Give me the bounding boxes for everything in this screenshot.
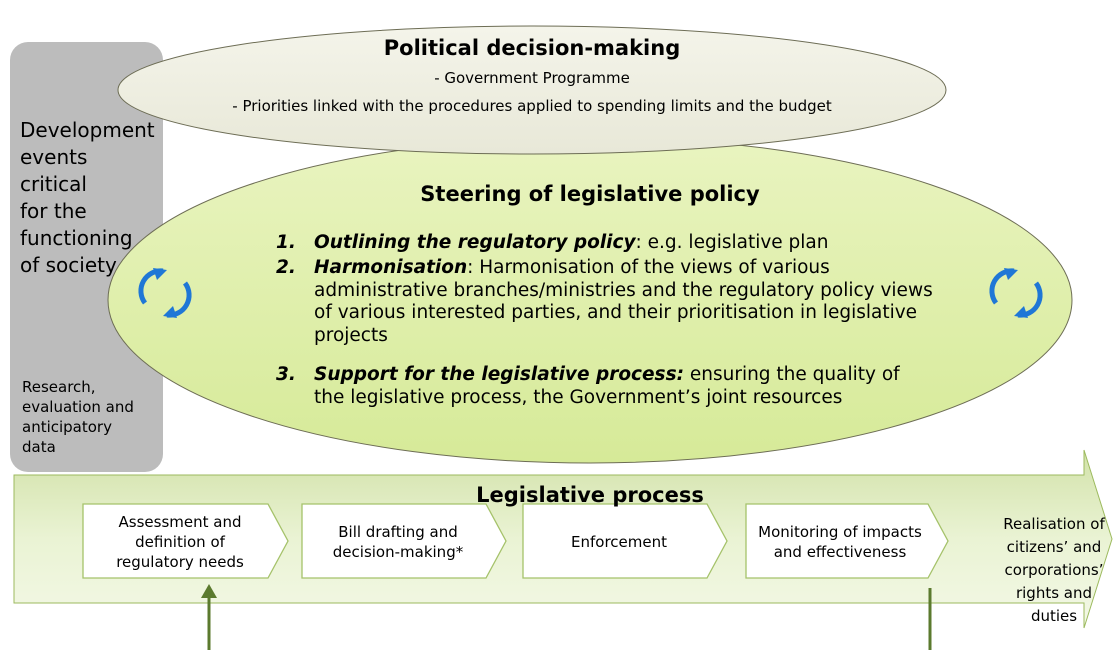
realisation-line: citizens’ and: [1006, 538, 1102, 556]
steering-title: Steering of legislative policy: [420, 182, 760, 206]
political-ellipse: [117, 25, 947, 155]
left-main-line: Development: [20, 118, 155, 142]
left-sub-line: anticipatory: [22, 418, 112, 436]
step-label-line: decision-making*: [332, 542, 464, 561]
policy-item-heading: Outlining the regulatory policy: [314, 232, 636, 253]
left-panel: [10, 42, 163, 472]
step-chevron-3: [522, 503, 728, 579]
step-label-4: Monitoring of impacts and effectiveness: [746, 505, 934, 578]
realisation-line: corporations’: [1004, 561, 1104, 579]
policy-item-text: projects: [314, 324, 388, 346]
left-panel-main-text: Development events critical for the func…: [20, 117, 160, 279]
left-main-line: functioning: [20, 226, 133, 250]
step-chevron-1: [82, 503, 289, 579]
step-label-line: Monitoring of impacts: [758, 522, 922, 541]
step-label-2: Bill drafting and decision-making*: [305, 505, 491, 578]
political-line-2: - Priorities linked with the procedures …: [232, 97, 832, 115]
policy-item-body: Outlining the regulatory policy: e.g. le…: [314, 232, 994, 255]
policy-item-number: 2.: [276, 257, 296, 278]
step-chevron-2: [301, 503, 507, 579]
step-label-1: Assessment and definition of regulatory …: [86, 505, 274, 578]
step-chevron-4: [745, 503, 949, 579]
step-label-line: Assessment and: [118, 512, 242, 531]
refresh-cycle-icon: [138, 268, 192, 318]
left-main-line: events critical: [20, 145, 88, 196]
political-line-1: - Government Programme: [434, 69, 630, 87]
left-main-line: for the: [20, 199, 87, 223]
left-sub-line: evaluation and: [22, 398, 134, 416]
refresh-cycle-icon: [989, 268, 1043, 318]
step-label-line: definition of: [135, 532, 225, 551]
policy-item-heading: Support for the legislative process:: [314, 364, 684, 385]
policy-item-text: administrative branches/ministries and t…: [314, 279, 933, 301]
step-label-3: Enforcement: [526, 505, 712, 578]
policy-item-text: ensuring the quality of: [683, 364, 900, 385]
step-label-line: Bill drafting and: [338, 522, 458, 541]
political-title: Political decision-making: [383, 36, 681, 60]
realisation-line: Realisation of: [1003, 515, 1105, 533]
policy-item-text: : e.g. legislative plan: [635, 232, 829, 253]
legislative-process-title: Legislative process: [476, 483, 704, 507]
realisation-line: rights and duties: [1015, 584, 1093, 625]
policy-item-text: the legislative process, the Government’…: [314, 386, 843, 408]
policy-item-number: 1.: [276, 232, 296, 253]
left-sub-line: data: [22, 438, 56, 456]
policy-item-text: of various interested parties, and their…: [314, 302, 918, 323]
step-label-line: and effectiveness: [773, 542, 907, 561]
left-panel-sub-text: Research, evaluation and anticipatory da…: [22, 377, 162, 457]
policy-item-heading: Harmonisation: [314, 257, 468, 278]
arrow-up-icon: [201, 584, 217, 650]
realisation-text: Realisation of citizens’ and corporation…: [946, 513, 1112, 628]
step-label-line: regulatory needs: [116, 552, 244, 571]
policy-item-number: 3.: [276, 364, 296, 385]
policy-item-body: Support for the legislative process: ens…: [314, 364, 994, 409]
step-label-line: Enforcement: [571, 532, 667, 551]
left-sub-line: Research,: [22, 378, 96, 396]
policy-list: 1. Outlining the regulatory policy: e.g.…: [276, 232, 996, 422]
policy-item-body: Harmonisation: Harmonisation of the view…: [314, 257, 1004, 347]
left-main-line: of society: [20, 253, 117, 277]
policy-item-text: : Harmonisation of the views of various: [467, 257, 830, 278]
